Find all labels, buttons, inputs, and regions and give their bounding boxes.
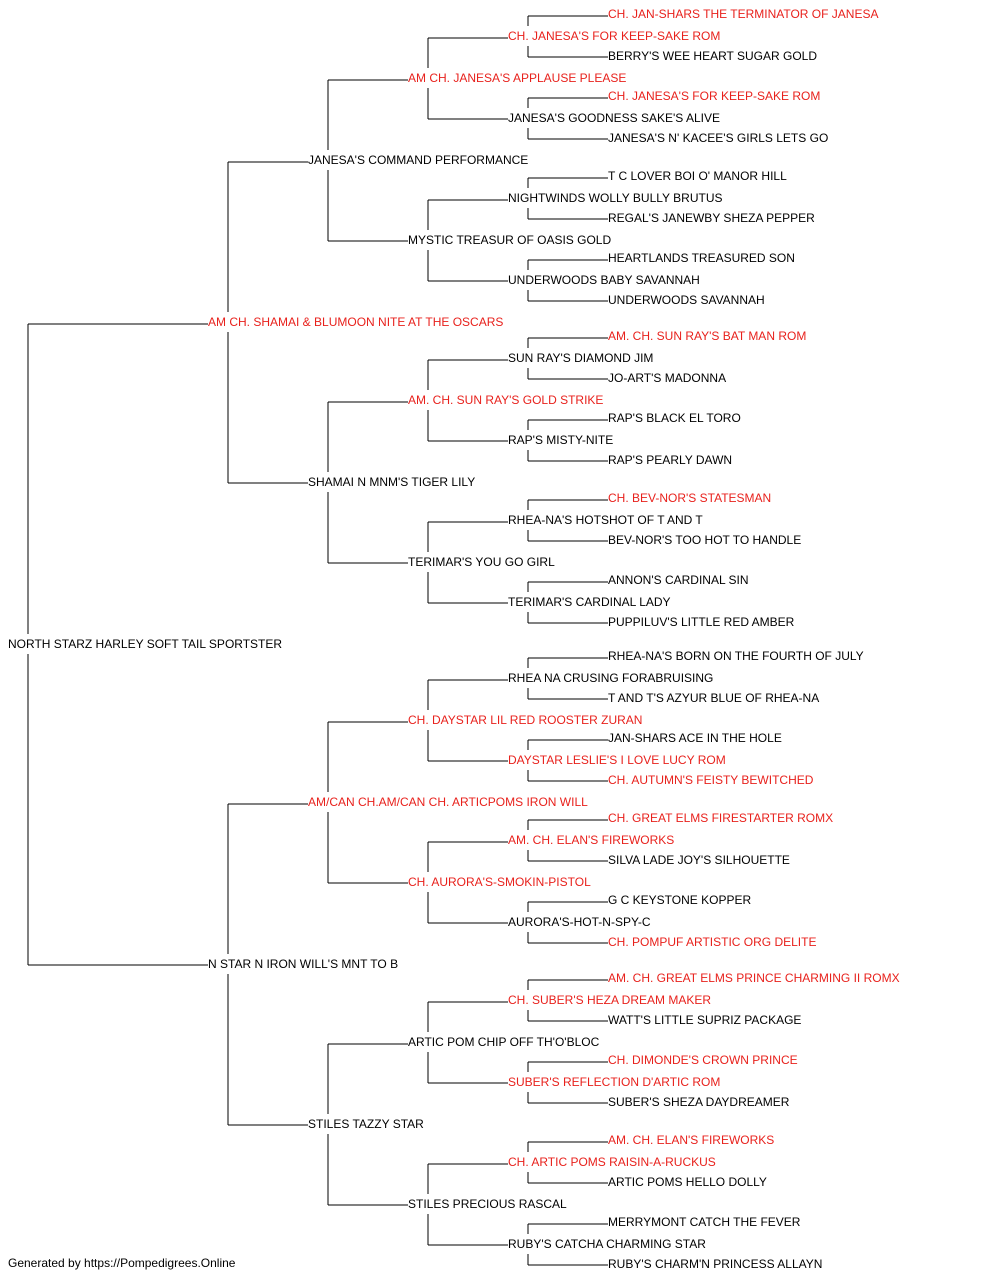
ancestor-name: RHEA-NA'S HOTSHOT OF T AND T [508,513,703,527]
ancestor-name: RAP'S BLACK EL TORO [608,411,741,425]
ancestor-name: RUBY'S CATCHA CHARMING STAR [508,1237,706,1251]
ancestor-name: AM. CH. ELAN'S FIREWORKS [608,1133,774,1147]
ancestor-name: JANESA'S GOODNESS SAKE'S ALIVE [508,111,720,125]
ancestor-name: SILVA LADE JOY'S SILHOUETTE [608,853,790,867]
ancestor-name: RUBY'S CHARM'N PRINCESS ALLAYN [608,1257,822,1271]
ancestor-name: STILES TAZZY STAR [308,1117,424,1131]
ancestor-name: AM CH. SHAMAI & BLUMOON NITE AT THE OSCA… [208,315,503,329]
ancestor-name: JANESA'S COMMAND PERFORMANCE [308,153,528,167]
ancestor-name: JO-ART'S MADONNA [608,371,726,385]
subject-dog-name: NORTH STARZ HARLEY SOFT TAIL SPORTSTER [8,637,282,651]
ancestor-name: CH. GREAT ELMS FIRESTARTER ROMX [608,811,833,825]
ancestor-name: CH. SUBER'S HEZA DREAM MAKER [508,993,711,1007]
ancestor-name: RHEA NA CRUSING FORABRUISING [508,671,713,685]
ancestor-name: SHAMAI N MNM'S TIGER LILY [308,475,475,489]
ancestor-name: JAN-SHARS ACE IN THE HOLE [608,731,782,745]
ancestor-name: JANESA'S N' KACEE'S GIRLS LETS GO [608,131,828,145]
ancestor-name: PUPPILUV'S LITTLE RED AMBER [608,615,795,629]
ancestor-name: HEARTLANDS TREASURED SON [608,251,795,265]
ancestor-name: RAP'S MISTY-NITE [508,433,613,447]
ancestor-name: NIGHTWINDS WOLLY BULLY BRUTUS [508,191,722,205]
ancestor-name: CH. JANESA'S FOR KEEP-SAKE ROM [508,29,720,43]
ancestor-name: CH. JANESA'S FOR KEEP-SAKE ROM [608,89,820,103]
ancestor-name: DAYSTAR LESLIE'S I LOVE LUCY ROM [508,753,726,767]
ancestor-name: CH. AURORA'S-SMOKIN-PISTOL [408,875,591,889]
ancestor-name: T AND T'S AZYUR BLUE OF RHEA-NA [608,691,819,705]
ancestor-name: WATT'S LITTLE SUPRIZ PACKAGE [608,1013,801,1027]
ancestor-name: CH. DAYSTAR LIL RED ROOSTER ZURAN [408,713,642,727]
ancestor-name: ANNON'S CARDINAL SIN [608,573,749,587]
ancestor-name: BEV-NOR'S TOO HOT TO HANDLE [608,533,801,547]
ancestor-name: ARTIC POMS HELLO DOLLY [608,1175,767,1189]
ancestor-name: AM/CAN CH.AM/CAN CH. ARTICPOMS IRON WILL [308,795,588,809]
ancestor-name: RAP'S PEARLY DAWN [608,453,732,467]
ancestor-name: UNDERWOODS BABY SAVANNAH [508,273,700,287]
ancestor-name: AM. CH. GREAT ELMS PRINCE CHARMING II RO… [608,971,900,985]
ancestor-name: CH. DIMONDE'S CROWN PRINCE [608,1053,798,1067]
ancestor-name: REGAL'S JANEWBY SHEZA PEPPER [608,211,815,225]
ancestor-name: G C KEYSTONE KOPPER [608,893,751,907]
ancestor-name: CH. POMPUF ARTISTIC ORG DELITE [608,935,816,949]
ancestor-name: TERIMAR'S YOU GO GIRL [408,555,555,569]
ancestor-name: AURORA'S-HOT-N-SPY-C [508,915,651,929]
generated-by-footer: Generated by https://Pompedigrees.Online [8,1256,236,1270]
ancestor-name: MERRYMONT CATCH THE FEVER [608,1215,801,1229]
ancestor-name: TERIMAR'S CARDINAL LADY [508,595,671,609]
ancestor-name: BERRY'S WEE HEART SUGAR GOLD [608,49,817,63]
ancestor-name: AM. CH. ELAN'S FIREWORKS [508,833,674,847]
ancestor-name: UNDERWOODS SAVANNAH [608,293,765,307]
ancestor-name: CH. BEV-NOR'S STATESMAN [608,491,771,505]
ancestor-name: T C LOVER BOI O' MANOR HILL [608,169,787,183]
ancestor-name: RHEA-NA'S BORN ON THE FOURTH OF JULY [608,649,864,663]
ancestor-name: STILES PRECIOUS RASCAL [408,1197,567,1211]
ancestor-name: SUBER'S REFLECTION D'ARTIC ROM [508,1075,720,1089]
ancestor-name: CH. JAN-SHARS THE TERMINATOR OF JANESA [608,7,878,21]
ancestor-name: SUBER'S SHEZA DAYDREAMER [608,1095,790,1109]
ancestor-name: AM CH. JANESA'S APPLAUSE PLEASE [408,71,626,85]
ancestor-name: CH. ARTIC POMS RAISIN-A-RUCKUS [508,1155,716,1169]
ancestor-name: AM. CH. SUN RAY'S BAT MAN ROM [608,329,806,343]
ancestor-name: AM. CH. SUN RAY'S GOLD STRIKE [408,393,603,407]
ancestor-name: SUN RAY'S DIAMOND JIM [508,351,653,365]
ancestor-name: N STAR N IRON WILL'S MNT TO B [208,957,398,971]
ancestor-name: ARTIC POM CHIP OFF TH'O'BLOC [408,1035,600,1049]
ancestor-name: MYSTIC TREASUR OF OASIS GOLD [408,233,611,247]
ancestor-name: CH. AUTUMN'S FEISTY BEWITCHED [608,773,814,787]
